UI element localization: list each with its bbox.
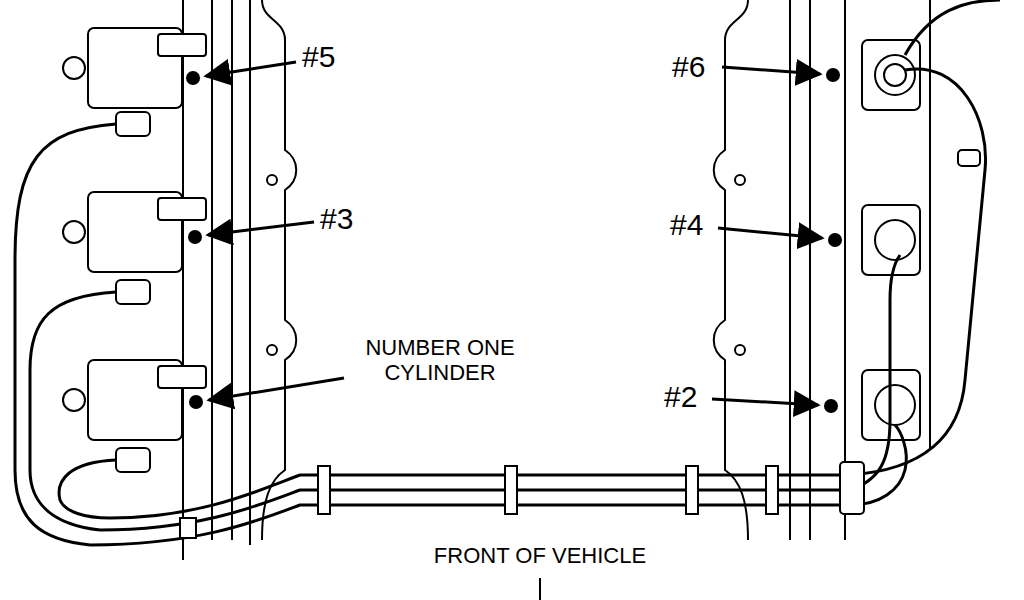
cylinder-dots — [186, 68, 842, 413]
callout-number: #5 — [302, 40, 335, 75]
callout-number: #6 — [672, 50, 705, 85]
ignition-coils — [63, 28, 206, 472]
leader-arrows — [206, 62, 822, 600]
callout-number: #2 — [664, 380, 697, 415]
callout-number: #4 — [670, 208, 703, 243]
callout-label: FRONT OF VEHICLE — [434, 543, 646, 568]
callout-number: #3 — [320, 202, 353, 237]
callout-label: NUMBER ONE CYLINDER — [350, 335, 530, 386]
plug-wires — [15, 0, 1000, 545]
